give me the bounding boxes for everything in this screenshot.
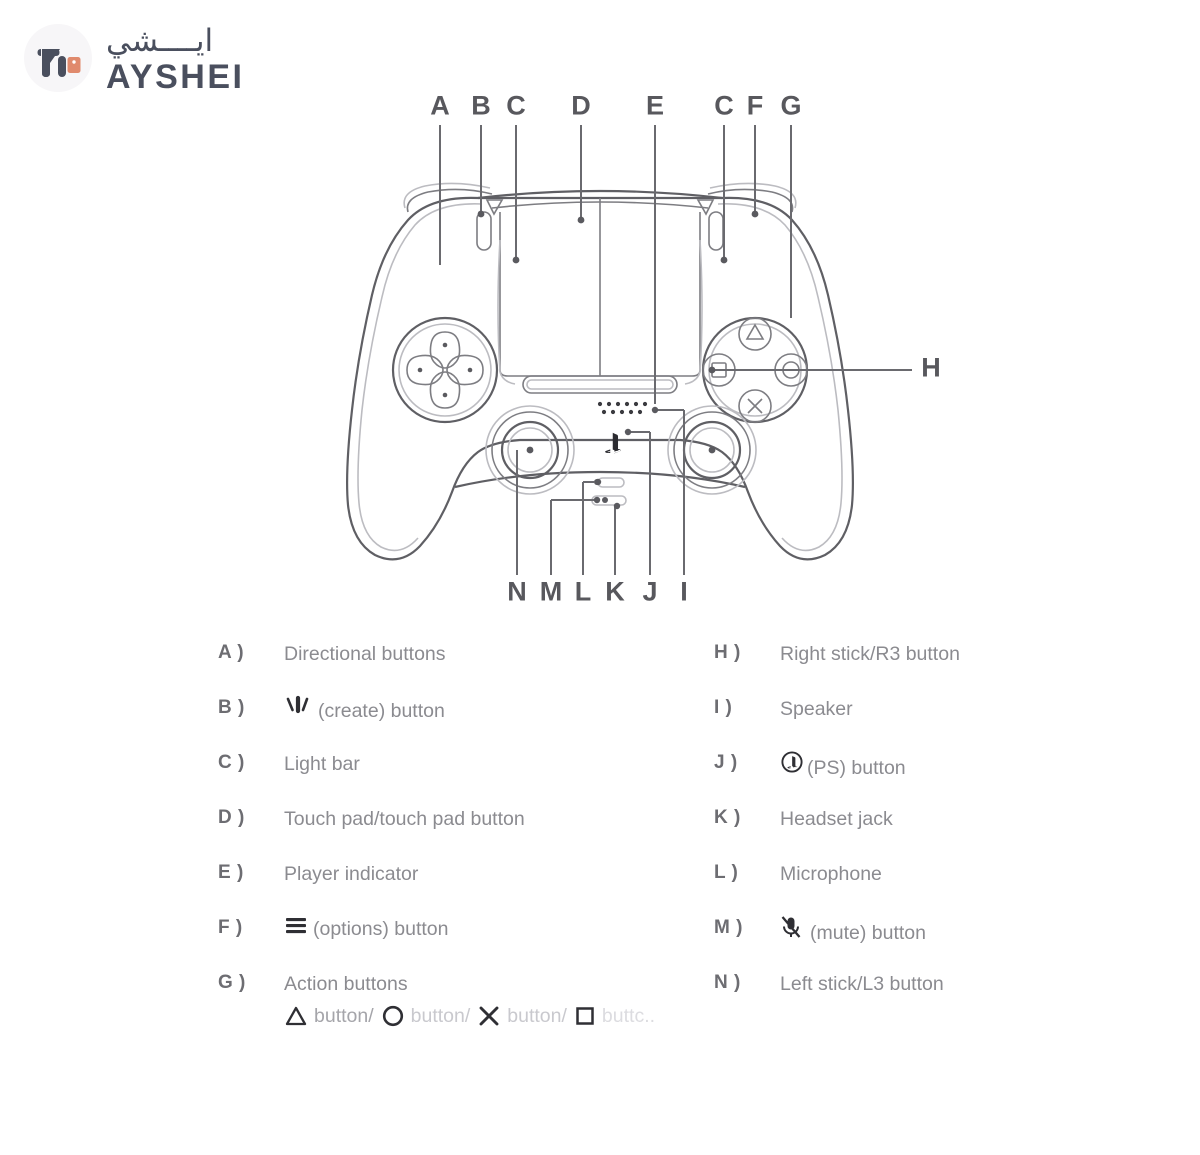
legend-label-j-text: (PS) button xyxy=(807,757,906,779)
bottom-callout-label-2: L xyxy=(574,576,592,607)
legend-item-h: H ) Right stick/R3 button xyxy=(714,640,1200,695)
legend-action-button-list: button/ button/ button/ buttc.. xyxy=(284,1004,655,1028)
legend-key-b: B ) xyxy=(218,697,245,718)
options-button xyxy=(708,211,724,251)
bottom-callout-label-1: M xyxy=(539,576,563,607)
legend-key-a: A ) xyxy=(218,642,245,663)
legend-label-k: Headset jack xyxy=(780,808,893,830)
legend-item-b: B ) (create) button xyxy=(218,695,704,750)
legend-key-h: H ) xyxy=(714,642,741,663)
ps5-controller-icon xyxy=(346,182,854,561)
square-icon xyxy=(574,1005,596,1027)
legend-label-h: Right stick/R3 button xyxy=(780,643,960,665)
touch-pad xyxy=(499,198,701,377)
callout-leaders-top xyxy=(439,125,792,404)
top-callout-label-6: F xyxy=(746,90,764,121)
create-icon xyxy=(284,695,312,717)
left-stick xyxy=(485,405,575,495)
light-bar xyxy=(497,239,703,385)
create-button xyxy=(476,211,492,251)
legend-column-left: A ) Directional buttons B ) (create) but… xyxy=(218,640,704,1028)
bottom-callout-label-5: I xyxy=(680,576,688,607)
bottom-callout-label-4: J xyxy=(642,576,658,607)
legend-key-l: L ) xyxy=(714,862,739,883)
circle-button-label: button/ xyxy=(410,1004,471,1027)
callout-leaders-bottom xyxy=(516,406,685,575)
legend-label-g: Action buttons xyxy=(284,973,408,995)
legend-item-f: F ) (options) button xyxy=(218,915,704,970)
legend-label-m: (mute) button xyxy=(780,915,926,947)
legend-label-m-text: (mute) button xyxy=(810,922,926,944)
top-callout-label-4: E xyxy=(645,90,665,121)
legend-key-g: G ) xyxy=(218,972,246,993)
brand-name-english: AYSHEI xyxy=(106,58,245,96)
legend-label-a: Directional buttons xyxy=(284,643,446,665)
ayshei-logo-icon xyxy=(24,24,92,92)
triangle-button-label: button/ xyxy=(314,1004,374,1027)
brand-wordmark: ايــــشي AYSHEI xyxy=(106,22,244,94)
legend-label-f-text: (options) button xyxy=(313,918,449,940)
cross-button-label: button/ xyxy=(507,1004,567,1027)
options-icon xyxy=(284,915,310,935)
legend-item-k: K ) Headset jack xyxy=(714,805,1200,860)
legend-label-j: (PS) button xyxy=(780,750,906,782)
legend-item-a: A ) Directional buttons xyxy=(218,640,704,695)
top-callout-label-2: C xyxy=(506,90,526,121)
legend-label-e: Player indicator xyxy=(284,863,419,885)
legend-item-e: E ) Player indicator xyxy=(218,860,704,915)
square-button-label: buttc.. xyxy=(601,1004,656,1027)
side-callout-label-0: H xyxy=(921,352,941,383)
legend-label-b: (create) button xyxy=(284,695,445,725)
legend: A ) Directional buttons B ) (create) but… xyxy=(0,640,1200,1028)
triangle-icon xyxy=(284,1005,308,1027)
ps-logo xyxy=(605,432,622,454)
legend-column-right: H ) Right stick/R3 button I ) Speaker J … xyxy=(714,640,1200,1028)
legend-key-d: D ) xyxy=(218,807,245,828)
circle-icon xyxy=(381,1004,405,1028)
legend-item-d: D ) Touch pad/touch pad button xyxy=(218,805,704,860)
legend-item-l: L ) Microphone xyxy=(714,860,1200,915)
cross-icon xyxy=(477,1004,501,1028)
callout-leader-right xyxy=(708,366,912,374)
brand-header: ايــــشي AYSHEI xyxy=(24,22,244,94)
legend-label-b-text: (create) button xyxy=(318,700,445,722)
legend-key-j: J ) xyxy=(714,752,738,773)
legend-label-d: Touch pad/touch pad button xyxy=(284,808,525,830)
legend-item-i: I ) Speaker xyxy=(714,695,1200,750)
directional-buttons xyxy=(391,316,499,424)
top-callout-label-3: D xyxy=(571,90,591,121)
bottom-callout-label-0: N xyxy=(507,576,527,607)
legend-item-c: C ) Light bar xyxy=(218,750,704,805)
legend-item-g: G ) Action buttons button/ button/ butto… xyxy=(218,970,704,1028)
legend-key-k: K ) xyxy=(714,807,741,828)
legend-key-e: E ) xyxy=(218,862,244,883)
top-callout-label-0: A xyxy=(430,90,450,121)
legend-item-n: N ) Left stick/L3 button xyxy=(714,970,1200,1025)
top-callout-label-7: G xyxy=(780,90,802,121)
legend-key-i: I ) xyxy=(714,697,733,718)
top-callout-label-1: B xyxy=(471,90,491,121)
mute-icon xyxy=(780,915,802,939)
legend-label-l: Microphone xyxy=(780,863,882,885)
legend-key-n: N ) xyxy=(714,972,741,993)
legend-label-f: (options) button xyxy=(284,915,449,943)
legend-item-m: M ) (mute) button xyxy=(714,915,1200,970)
legend-key-m: M ) xyxy=(714,917,743,938)
legend-key-c: C ) xyxy=(218,752,245,773)
speaker-bar xyxy=(522,375,678,394)
bottom-callout-label-3: K xyxy=(605,576,625,607)
legend-label-n: Left stick/L3 button xyxy=(780,973,944,995)
controller-diagram: .ol { fill:none; stroke:#5f5f64; stroke-… xyxy=(0,80,1200,620)
legend-item-j: J ) (PS) button xyxy=(714,750,1200,805)
brand-name-arabic: ايــــشي xyxy=(106,22,214,59)
player-indicator xyxy=(597,401,648,415)
top-callout-label-5: C xyxy=(714,90,734,121)
legend-key-f: F ) xyxy=(218,917,243,938)
legend-label-i: Speaker xyxy=(780,698,853,720)
legend-label-c: Light bar xyxy=(284,753,360,775)
ps-button-icon xyxy=(780,750,804,774)
